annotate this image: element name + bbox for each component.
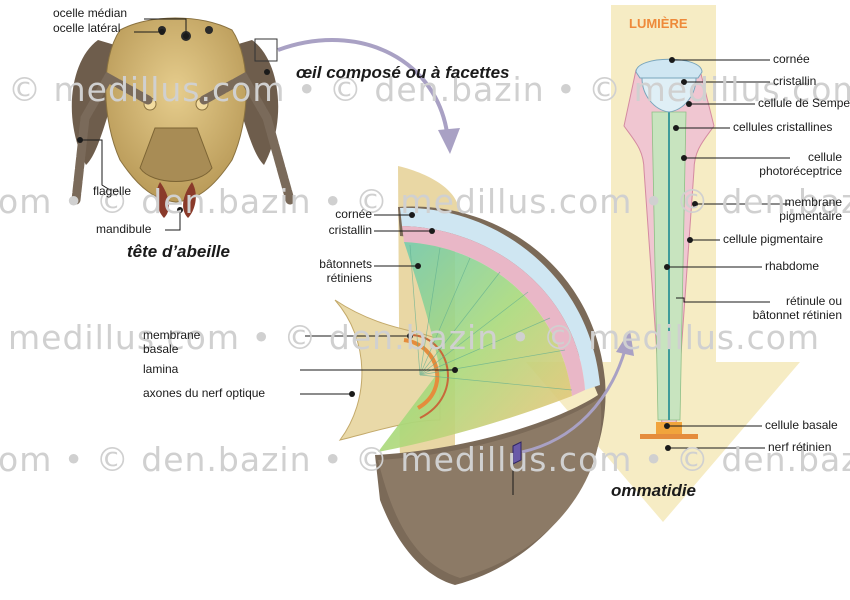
label-cellule-basale: cellule basale	[765, 418, 838, 432]
label-eye-cristallin: cristallin	[328, 223, 372, 237]
label-cellule-pigmentaire: cellule pigmentaire	[723, 232, 824, 246]
label-retinule-line2: bâtonnet rétinien	[752, 308, 842, 322]
watermark-row-2: om • © den.bazin • © medillus.com • © de…	[0, 182, 850, 221]
label-omm-cornee: cornée	[773, 52, 810, 66]
label-membrane-basale-line1: membrane	[143, 328, 201, 342]
title-compound-eye: œil composé ou à facettes	[296, 63, 510, 82]
label-nerf-retinien: nerf rétinien	[768, 440, 832, 454]
label-omm-cristallin: cristallin	[773, 74, 817, 88]
label-batonnets-line2: rétiniens	[326, 271, 372, 285]
label-eye-cornee: cornée	[335, 207, 372, 221]
watermark-row-1: © medillus.com • © den.bazin • © medillu…	[8, 70, 850, 109]
label-photo-line2: photoréceptrice	[759, 164, 842, 178]
label-axones: axones du nerf optique	[143, 386, 266, 400]
label-mandibule: mandibule	[96, 222, 152, 236]
label-ocelle-median: ocelle médian	[53, 6, 128, 20]
ommatidie-arrow	[521, 349, 627, 454]
label-semper: cellule de Semper	[758, 96, 850, 110]
label-retinule-line1: rétinule ou	[785, 294, 842, 308]
title-ommatidie: ommatidie	[611, 481, 697, 500]
label-flagelle: flagelle	[93, 184, 132, 198]
label-batonnets-line1: bâtonnets	[319, 257, 372, 271]
bee-head	[71, 17, 295, 218]
retina-rays	[409, 244, 573, 391]
eye-selection-box	[254, 38, 278, 62]
title-bee-head: tête d’abeille	[127, 242, 230, 261]
label-membrane-pig-line2: pigmentaire	[779, 209, 842, 223]
label-cristallines: cellules cristallines	[733, 120, 833, 134]
label-photo-line1: cellule	[807, 150, 842, 164]
leader-dots	[77, 29, 698, 451]
leader-lines	[80, 18, 790, 495]
label-membrane-basale-line2: basale	[143, 342, 179, 356]
label-rhabdome: rhabdome	[765, 259, 820, 273]
watermark-row-4: om • © den.bazin • © medillus.com • © de…	[0, 440, 850, 479]
compound-eye-section	[334, 166, 606, 585]
label-lamina: lamina	[143, 362, 179, 376]
label-ocelle-lateral: ocelle latéral	[53, 21, 121, 35]
label-lumiere: LUMIÈRE	[629, 16, 688, 31]
ommatidium	[623, 58, 715, 439]
label-membrane-pig-line1: membrane	[784, 195, 842, 209]
watermark-row-3: medillus.com • © den.bazin • © medillus.…	[8, 318, 821, 357]
zoom-arrow	[277, 38, 450, 141]
